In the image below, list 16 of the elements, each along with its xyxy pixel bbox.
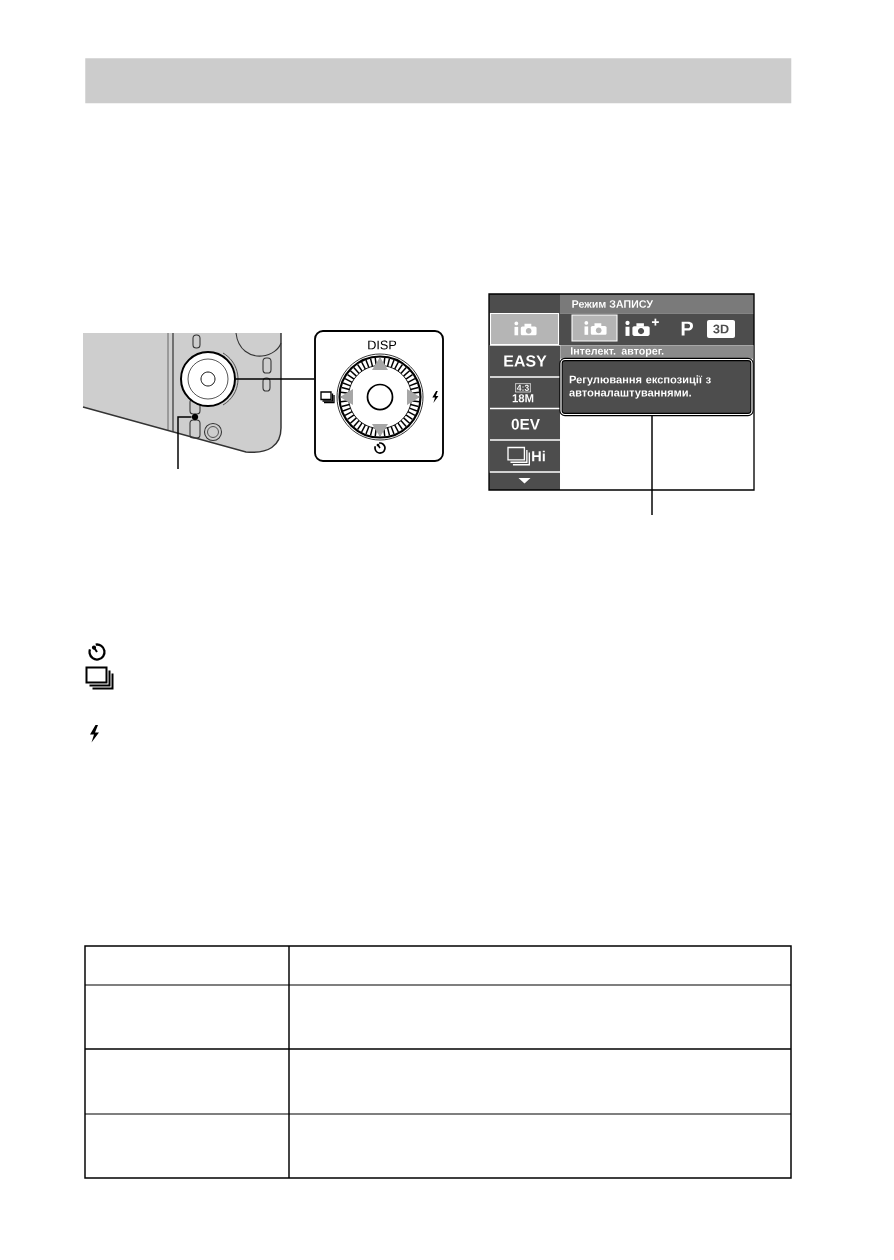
heading-band <box>85 58 792 104</box>
screen-heading: Режим ЗАПИСУ <box>572 300 654 308</box>
control-dial <box>180 351 236 407</box>
node-label: 4:3 <box>516 384 529 391</box>
node-label: EASY <box>504 355 547 367</box>
button-label: DISP <box>368 340 397 350</box>
connector-line <box>235 378 315 380</box>
node-label: 0EV <box>511 418 540 430</box>
leader-line <box>177 416 193 470</box>
node-label: Hi <box>532 450 545 462</box>
mode-name-bar: Інтелект. авторег. <box>560 345 754 359</box>
mode-tag: 3D <box>707 320 735 338</box>
leader-line <box>651 414 653 516</box>
menu-item: 0EV <box>489 409 560 440</box>
mode-option: P <box>681 321 693 336</box>
node-label: 18M <box>512 394 534 403</box>
